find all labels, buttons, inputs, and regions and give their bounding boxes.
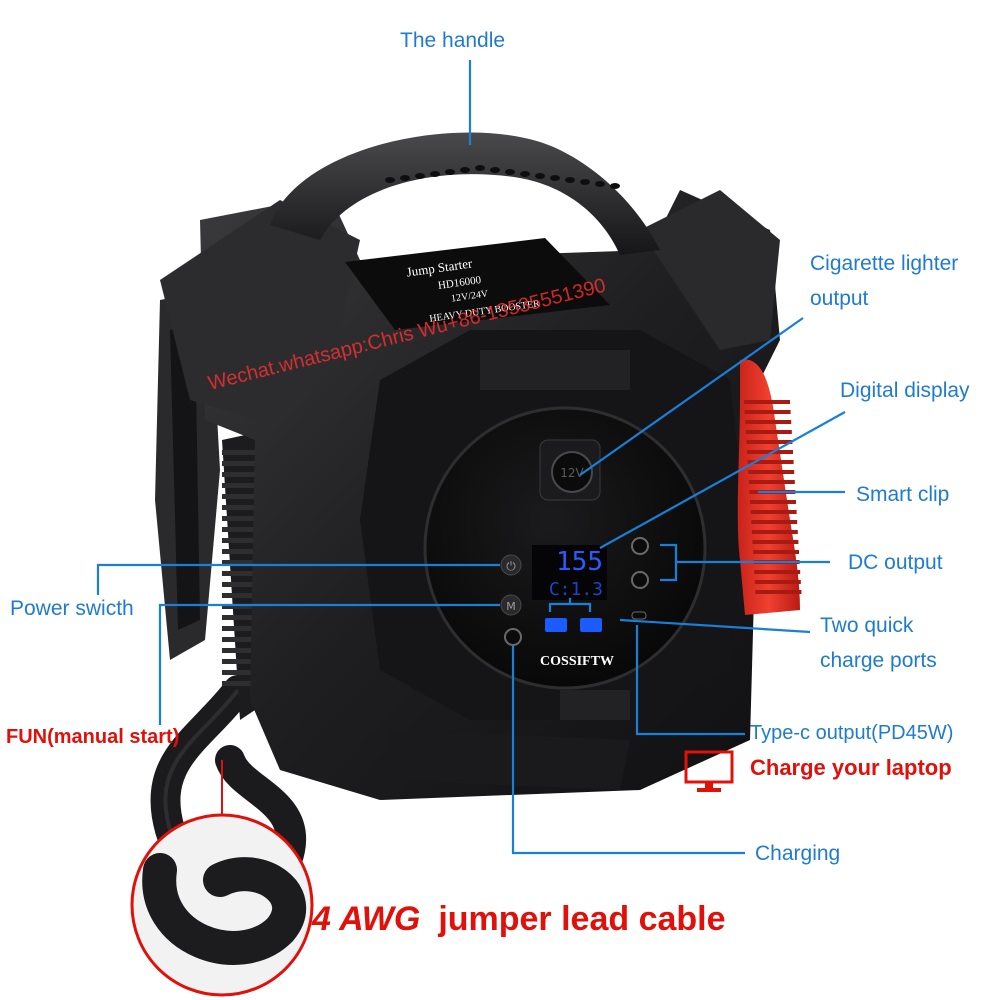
charging-label: Charging (755, 842, 841, 865)
cable-rib (222, 549, 268, 554)
clip-rib (744, 410, 791, 414)
label-line-3: 12V/24V (450, 288, 489, 304)
red-smart-clip (737, 359, 802, 615)
cable-rib (222, 582, 268, 587)
digital-display-label: Digital display (840, 379, 970, 402)
cable-rib (222, 505, 268, 510)
cigarette-lighter-socket[interactable]: 12V (539, 439, 601, 501)
cable-rib (222, 670, 268, 675)
power-icon: ⏻ (506, 559, 516, 573)
clip-rib (748, 480, 795, 484)
mode-button[interactable]: M (500, 594, 522, 616)
clip-rib (752, 540, 799, 544)
cable-gauge: 4 AWG (312, 900, 421, 938)
cable-rib (222, 516, 268, 521)
cable-rib (222, 593, 268, 598)
usb-port-1[interactable] (545, 618, 567, 632)
clip-rib (751, 530, 798, 534)
dc-port-2[interactable] (631, 571, 649, 589)
handle-grip-bump (385, 177, 395, 183)
control-panel: 12V 155 C:1.3 ⏻ M COSSIFTW (423, 406, 707, 690)
brand-logo: COSSIFTW (540, 654, 614, 669)
cable-rib (222, 615, 268, 620)
callout-leaders (96, 60, 846, 855)
cable-rib (222, 637, 268, 642)
handle-grip-bump (580, 179, 590, 185)
type-c-port[interactable] (631, 611, 647, 620)
handle-grip-bump (535, 173, 545, 179)
handle-grip-bump (445, 169, 455, 175)
monitor-icon (684, 750, 734, 792)
cable-rib (222, 659, 268, 664)
cable-description: jumper lead cable (438, 900, 726, 938)
fun-manual-start-label: FUN(manual start) (6, 726, 180, 748)
handle-grip-bump (505, 169, 515, 175)
handle-grip-bump (415, 173, 425, 179)
cable-rib (222, 494, 268, 499)
smart-clip-label: Smart clip (856, 483, 950, 506)
handle-grip-bump (595, 181, 605, 187)
cable-rib (222, 571, 268, 576)
clip-rib (750, 510, 797, 514)
clip-rib (751, 520, 798, 524)
handle-grip-bump (565, 177, 575, 183)
mode-button-glyph: M (506, 600, 516, 613)
two-quick-label-line1: Two quick (820, 614, 914, 637)
handle (270, 132, 660, 255)
charging-input-port[interactable] (504, 628, 522, 646)
cable-rib (222, 626, 268, 631)
clip-rib (747, 450, 793, 454)
handle-grip-bump (490, 167, 500, 173)
clip-rib (744, 400, 790, 404)
svg-text:12V: 12V (560, 466, 584, 480)
cigarette-lighter-label-line1: Cigarette lighter (810, 252, 959, 275)
cable-rib (222, 604, 268, 609)
cable-rib (222, 461, 268, 466)
clip-rib (754, 570, 801, 574)
handle-grip-bump (550, 175, 560, 181)
cable-rib (222, 560, 268, 565)
handle-grip-bump (430, 171, 440, 177)
clip-rib (754, 580, 801, 584)
charge-laptop-label: Charge your laptop (750, 755, 952, 780)
clip-rib (748, 470, 795, 474)
clip-rib (746, 440, 793, 444)
handle-grip-bump (460, 167, 470, 173)
handle-grip-bump (520, 171, 530, 177)
handle-label: The handle (400, 29, 506, 52)
two-quick-label-line2: charge ports (820, 649, 937, 672)
usb-port-2[interactable] (580, 618, 602, 632)
display-value-top: 155 (556, 547, 603, 577)
clip-rib (747, 460, 794, 464)
digital-display: 155 C:1.3 (532, 545, 607, 600)
clip-rib (755, 590, 802, 594)
cable-rib (222, 648, 268, 653)
cable-rib (222, 681, 268, 686)
clip-rib (745, 430, 792, 434)
cable-rib (222, 472, 268, 477)
dc-port-1[interactable] (631, 537, 649, 555)
cable-zoom-circle (130, 760, 314, 997)
power-button[interactable]: ⏻ (500, 554, 522, 576)
cable-caption: 4 AWG jumper lead cable (312, 900, 726, 939)
dc-output-label: DC output (848, 551, 943, 574)
clip-rib (750, 500, 796, 504)
cable-rib (222, 527, 268, 532)
cable-rib (222, 450, 268, 455)
handle-grip-bump (400, 175, 410, 181)
clip-rib (753, 550, 799, 554)
display-value-bottom: C:1.3 (549, 579, 603, 600)
power-switch-label: Power swicth (10, 597, 134, 620)
handle-grip-bump (475, 165, 485, 171)
clip-rib (745, 420, 792, 424)
cable-rib (222, 538, 268, 543)
cable-rib (222, 483, 268, 488)
handle-grip-bump (610, 183, 620, 189)
type-c-output-label: Type-c output(PD45W) (750, 722, 954, 744)
cigarette-lighter-label-line2: output (810, 287, 869, 310)
